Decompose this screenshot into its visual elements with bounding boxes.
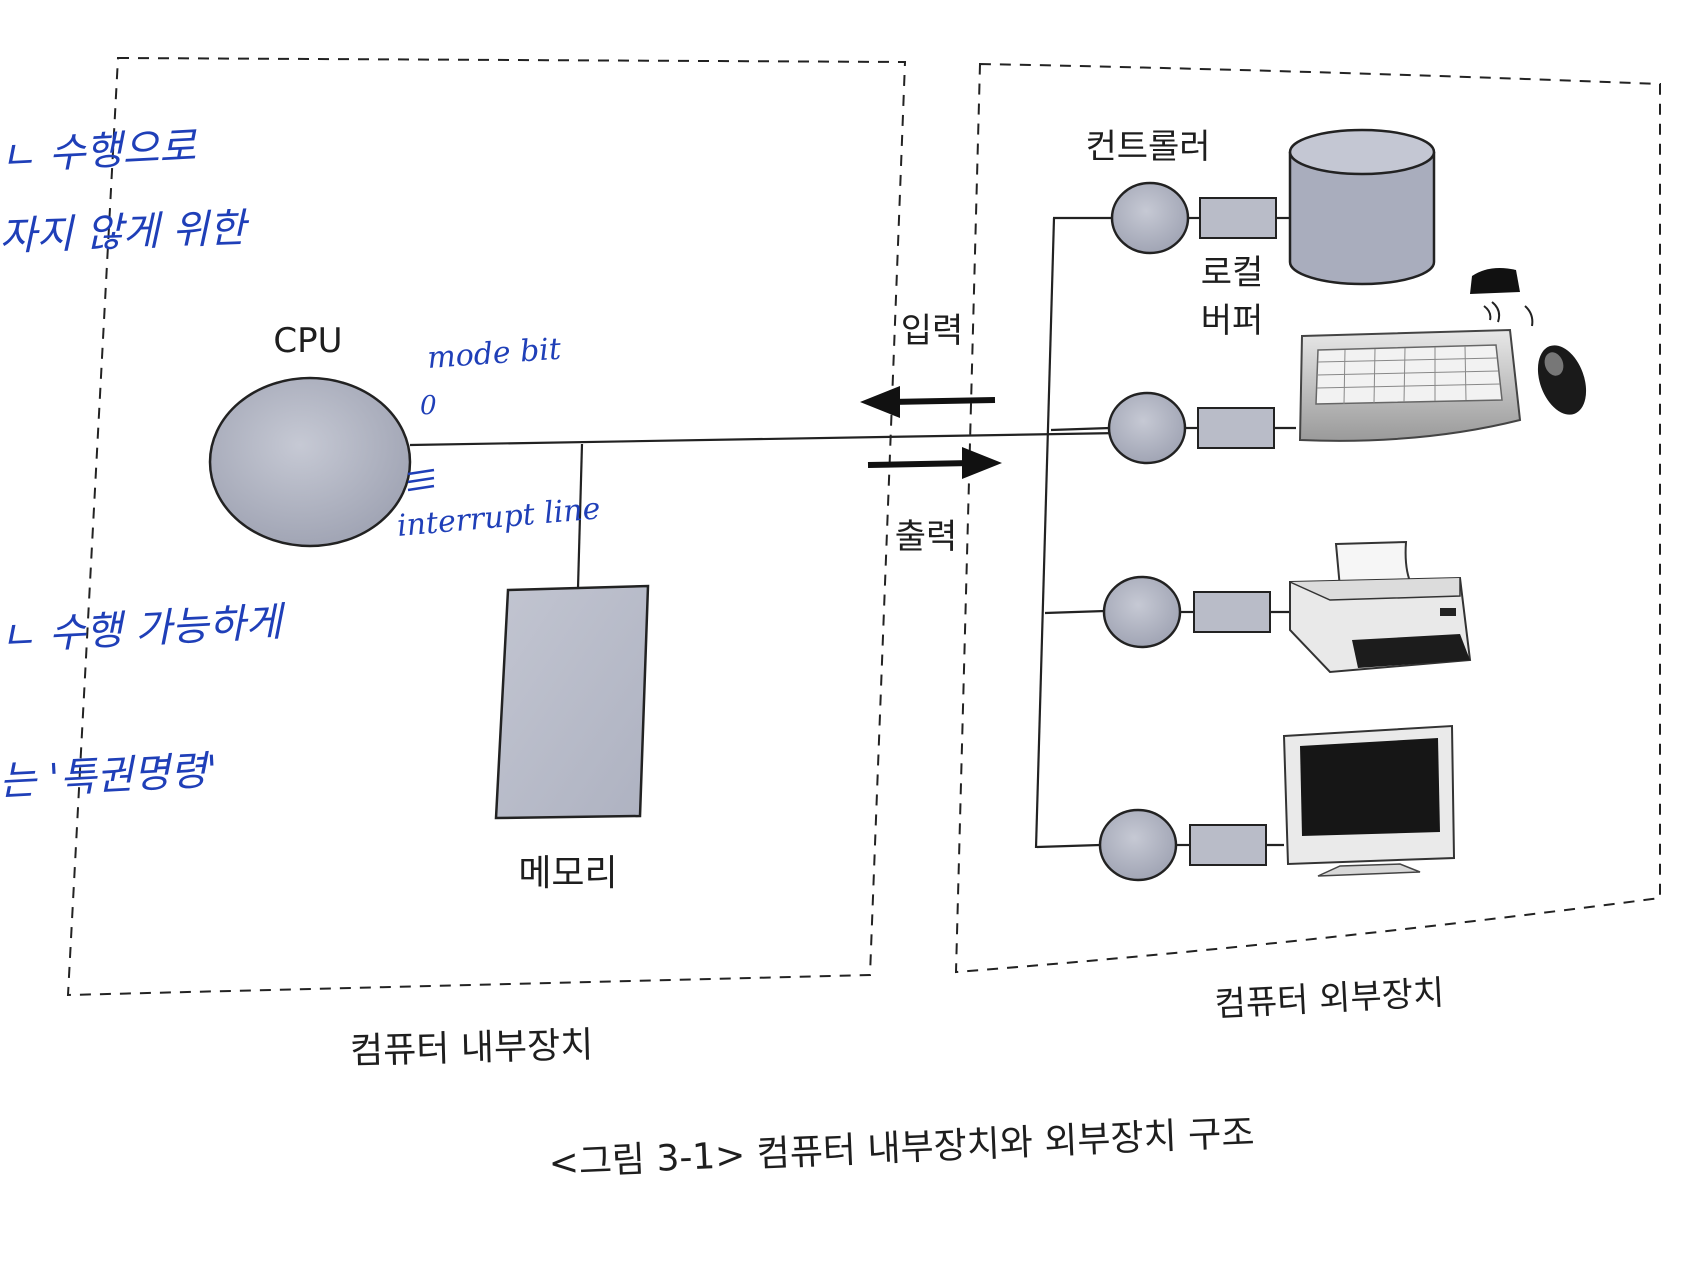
margin-note-1: ㄴ 수행으로 (0, 124, 199, 180)
controller-node (1110, 181, 1190, 255)
output-arrow (867, 447, 1002, 479)
memory-label: 메모리 (518, 853, 617, 894)
figure-caption: <그림 3-1> 컴퓨터 내부장치와 외부장치 구조 (548, 1113, 1255, 1185)
system-bus (409, 431, 1121, 447)
controller-row-disk (1053, 128, 1436, 286)
input-arrow (860, 386, 996, 418)
memory-block (494, 584, 650, 820)
interrupt-line-annotation: interrupt line (396, 491, 602, 544)
margin-note-3: ㄴ 수행 가능하게 (0, 599, 287, 660)
external-devices-label: 컴퓨터 외부장치 (1214, 973, 1446, 1025)
local-buffer-box (1189, 824, 1267, 866)
margin-note-2: 자지 않게 위한 (0, 205, 251, 260)
mode-bit-annotation: mode bit (426, 332, 563, 376)
controller-row-keyboard (1050, 268, 1587, 465)
printer-icon (1289, 540, 1472, 674)
local-buffer-box (1193, 591, 1271, 633)
local-buffer-label-line1: 로컬 (1201, 253, 1264, 293)
local-buffer-label-line2: 버퍼 (1201, 301, 1264, 341)
internal-devices-label: 컴퓨터 내부장치 (350, 1025, 594, 1072)
local-buffer-box (1199, 197, 1277, 239)
controller-node (1098, 808, 1178, 882)
controller-label: 컨트롤러 (1085, 127, 1210, 167)
input-label: 입력 (901, 311, 964, 351)
margin-note-4: 는 '특권명령' (0, 748, 219, 805)
local-buffer-box (1197, 407, 1275, 449)
internal-devices-boundary (66, 56, 907, 997)
memory-bus-connector (576, 443, 584, 589)
controller-row-printer (1044, 540, 1472, 674)
disk-icon (1288, 128, 1436, 286)
controller-node (1102, 575, 1182, 649)
cpu-label: CPU (273, 321, 342, 361)
mode-bit-value: 0 (420, 391, 437, 421)
monitor-icon (1282, 724, 1456, 877)
controller-row-monitor (1036, 724, 1456, 882)
controller-node (1107, 391, 1187, 465)
interrupt-line-marks (407, 468, 435, 492)
output-label: 출력 (895, 517, 958, 557)
external-bus (1034, 217, 1056, 849)
cpu-node (208, 376, 412, 548)
keyboard-mouse-icon (1298, 268, 1587, 442)
